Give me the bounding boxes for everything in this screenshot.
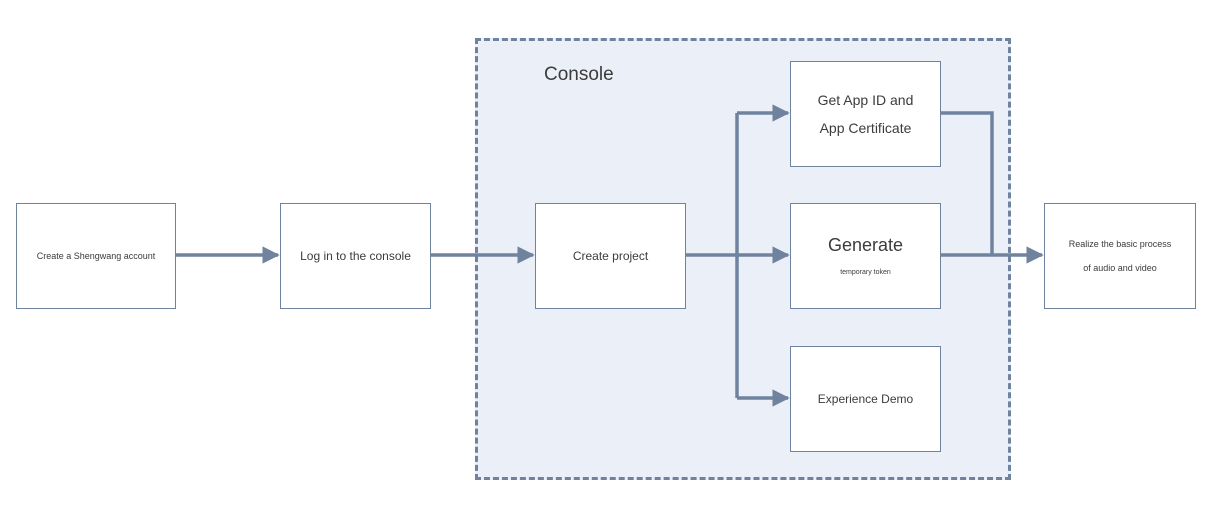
node-create-account: Create a Shengwang account: [16, 203, 176, 309]
node-get-app-id-line2: App Certificate: [819, 120, 912, 136]
connector-app-id-to-realize: [941, 111, 994, 255]
node-generate-token: Generate temporary token: [790, 203, 941, 309]
node-generate-token-title: Generate: [827, 235, 904, 255]
node-get-app-id-line1: Get App ID and: [817, 92, 914, 108]
console-title: Console: [544, 64, 614, 85]
node-generate-token-subtitle: temporary token: [840, 269, 891, 276]
node-experience-demo: Experience Demo: [790, 346, 941, 452]
node-get-app-id: Get App ID and App Certificate: [790, 61, 941, 167]
node-realize-process: Realize the basic process of audio and v…: [1044, 203, 1196, 309]
node-create-project: Create project: [535, 203, 686, 309]
node-realize-process-line2: of audio and video: [1083, 263, 1157, 273]
node-experience-demo-label: Experience Demo: [817, 392, 914, 406]
node-realize-process-line1: Realize the basic process: [1068, 239, 1172, 249]
node-create-project-label: Create project: [572, 249, 649, 263]
node-login-label: Log in to the console: [300, 249, 411, 263]
node-create-account-label: Create a Shengwang account: [36, 251, 156, 261]
node-login: Log in to the console: [280, 203, 431, 309]
